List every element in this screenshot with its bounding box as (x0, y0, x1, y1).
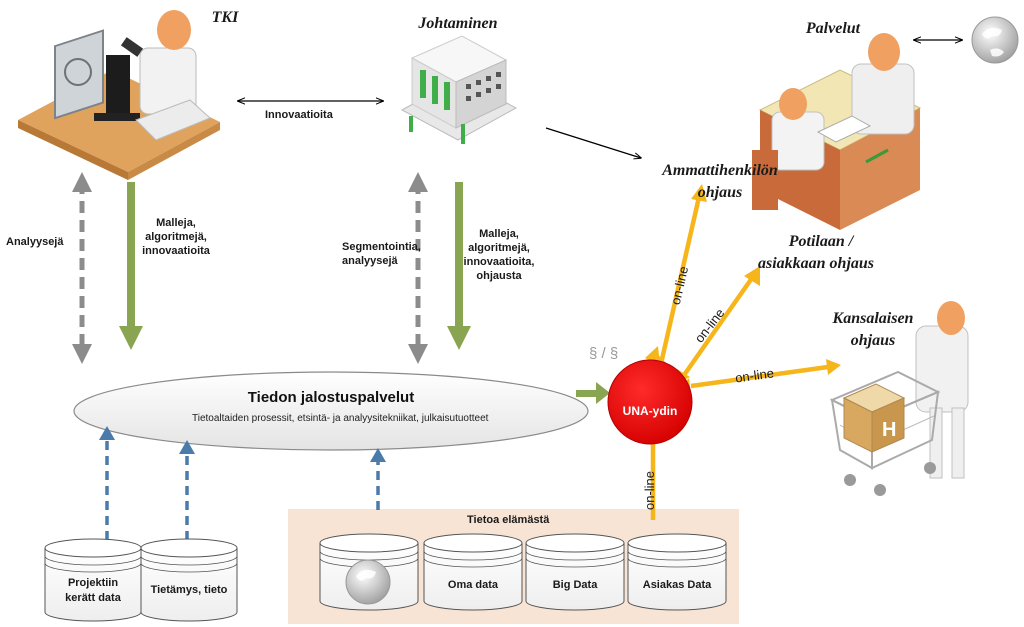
refinement-subtitle: Tietoaltaiden prosessit, etsintä- ja ana… (192, 413, 489, 424)
big-data-label: Big Data (552, 579, 598, 591)
tki-models-arrow (119, 182, 143, 350)
data-cylinders (44, 533, 727, 622)
analysis-label: Analyysejä (6, 236, 64, 248)
management-models-arrow (447, 182, 471, 350)
cylinder-own-data (423, 533, 523, 611)
cylinder-customer-data (627, 533, 727, 611)
palvelut-title: Palvelut (805, 20, 861, 37)
refinement-title: Tiedon jalostuspalvelut (247, 389, 415, 406)
own-data-label: Oma data (447, 579, 499, 591)
refinement-services-ellipse (73, 371, 589, 451)
input-to-core-arrow (576, 382, 610, 404)
cylinder-project-data (44, 538, 142, 622)
innovation-label: Innovaatioita (265, 109, 333, 121)
online-label-customer-data: on-line (642, 470, 658, 511)
cylinder-knowledge (140, 538, 238, 622)
researcher-illustration (18, 10, 220, 180)
johtaminen-title: Johtaminen (418, 15, 498, 32)
una-core-circle (607, 359, 693, 445)
service-desk-illustration (752, 33, 922, 230)
tki-title: TKI (211, 9, 239, 26)
globe-icon (345, 559, 391, 605)
management-to-professional-arrow (545, 127, 641, 158)
building-illustration (400, 35, 518, 144)
svg-text:H: H (882, 419, 896, 441)
shopper-illustration: H (829, 301, 969, 496)
cylinder-big-data (525, 533, 625, 611)
section-sign: § / § (589, 345, 619, 362)
una-core-label: UNA-ydin (622, 404, 678, 418)
knowledge-label: Tietämys, tieto (150, 584, 228, 596)
globe-icon (971, 16, 1019, 64)
customer-data-label: Asiakas Data (642, 579, 712, 591)
life-data-title: Tietoa elämästä (467, 514, 550, 526)
cylinder-globe (319, 533, 419, 611)
blue-input-arrows (99, 426, 386, 540)
